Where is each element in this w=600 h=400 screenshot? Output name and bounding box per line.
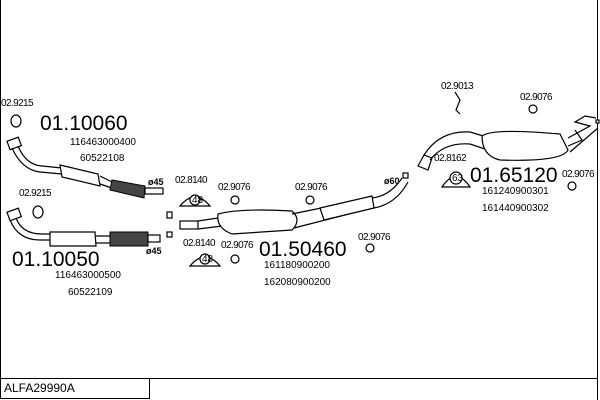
- hanger-label: 02.9076: [295, 182, 328, 193]
- gasket-label: 02.9215: [19, 188, 52, 199]
- hanger-icon: [230, 254, 240, 264]
- front-pipe-01-10050: [6, 207, 161, 247]
- hanger-label: 02.9076: [520, 92, 553, 103]
- diameter-label: ø45: [146, 246, 162, 256]
- hanger-label: 02.9076: [562, 169, 595, 180]
- middle-silencer-01-50460: [166, 172, 409, 238]
- oe-number: 161180900200: [264, 260, 330, 271]
- clamp-label: 02.8162: [434, 153, 467, 164]
- part-number: 01.50460: [259, 238, 347, 261]
- clamp-size: 63: [452, 173, 464, 184]
- rear-silencer-01-65120: [417, 115, 600, 171]
- clamp-size: 48: [192, 195, 204, 206]
- bracket-icon: [454, 91, 461, 115]
- clamp-size: 48: [202, 254, 214, 265]
- oe-number: 60522109: [68, 287, 113, 298]
- oe-number: 116463000400: [70, 137, 136, 148]
- hanger-icon: [305, 195, 315, 205]
- oe-number: 116463000500: [55, 270, 121, 281]
- oe-number: 161240900301: [482, 186, 549, 197]
- hanger-icon: [528, 104, 538, 114]
- clamp-icon: 48: [188, 253, 222, 267]
- diameter-label: ø60: [384, 176, 400, 186]
- hanger-icon: [230, 195, 240, 205]
- clamp-label: 02.8140: [175, 175, 208, 186]
- clamp-icon: 63: [440, 171, 472, 188]
- clamp-label: 02.8140: [183, 238, 216, 249]
- front-pipe-01-10060: [6, 136, 164, 199]
- oe-number: 162080900200: [264, 277, 331, 288]
- oe-number: 161440900302: [482, 203, 549, 214]
- gasket-icon: [10, 114, 22, 128]
- part-number: 01.10050: [12, 248, 100, 271]
- hanger-label: 02.9076: [358, 232, 391, 243]
- part-number: 01.65120: [470, 164, 558, 187]
- hanger-icon: [365, 243, 375, 253]
- oe-number: 60522108: [80, 153, 125, 164]
- gasket-label: 02.9215: [1, 98, 34, 109]
- diameter-label: ø45: [148, 177, 164, 187]
- clamp-icon: 48: [178, 194, 212, 207]
- part-number: 01.10060: [40, 112, 128, 135]
- hanger-label: 02.9076: [221, 240, 254, 251]
- hanger-icon: [567, 181, 577, 191]
- hanger-label: 02.9076: [218, 182, 251, 193]
- reference-box: ALFA29990A: [0, 378, 150, 399]
- gasket-icon: [32, 205, 44, 219]
- bracket-label: 02.9013: [441, 81, 474, 92]
